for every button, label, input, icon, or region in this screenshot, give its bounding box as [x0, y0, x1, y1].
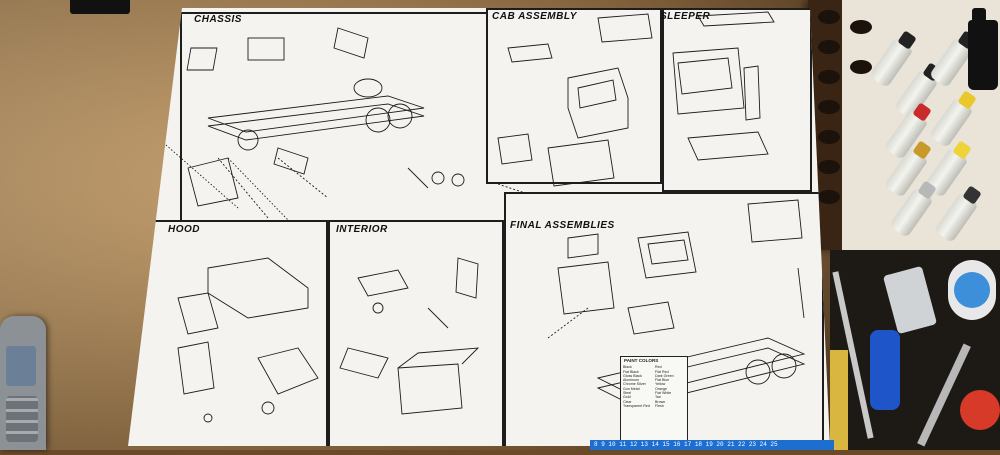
section-title-interior: INTERIOR	[336, 224, 388, 235]
interior-drawing	[339, 257, 480, 415]
section-title-cab-assembly: CAB ASSEMBLY	[492, 11, 577, 22]
paint-color-item: Gun Metal	[623, 386, 640, 391]
section-title-chassis: CHASSIS	[194, 14, 242, 25]
paint-color-item: Orange	[655, 386, 667, 391]
rack-hole	[818, 10, 840, 24]
paint-color-item: Flat Blue	[655, 378, 670, 383]
rack-hole	[818, 190, 840, 204]
tools-drawing	[830, 260, 1000, 450]
paint-color-item: Steel	[623, 391, 632, 396]
black-object	[70, 0, 130, 14]
rack-hole	[818, 100, 840, 114]
rack-hole	[818, 70, 840, 84]
paint-color-item: Flat White	[655, 391, 672, 396]
ruler-strip: 8 9 10 11 12 13 14 15 16 17 18 19 20 21 …	[590, 440, 834, 450]
rack-hole	[818, 40, 840, 54]
paint-color-item: Gold	[623, 395, 631, 400]
final-assemblies-drawing	[547, 199, 806, 417]
paint-color-item: Flat Black	[623, 369, 639, 374]
paint-colors-list: Black Red Flat Black Flat Red Gloss Blac…	[621, 365, 687, 408]
rack-hole	[818, 130, 840, 144]
paint-color-item: Clear	[623, 399, 632, 404]
paint-color-item: Flat Red	[655, 369, 669, 374]
paint-color-item: Flesh	[655, 403, 664, 408]
paint-color-item: Gloss Black	[623, 373, 642, 378]
section-title-final-assemblies: FINAL ASSEMBLIES	[510, 220, 615, 231]
paint-color-item: Dark Green	[655, 373, 674, 378]
instruction-sheet: CHASSIS CAB ASSEMBLY SLEEPER HOOD INTERI…	[128, 8, 830, 446]
rack-hole	[818, 160, 840, 174]
paint-color-item: Chrome Silver	[623, 382, 646, 387]
tool-area	[830, 250, 1000, 450]
hood-drawing	[177, 257, 319, 423]
section-sleeper	[662, 8, 812, 192]
paint-color-item: Aluminum	[623, 378, 639, 383]
phone-keypad	[6, 396, 38, 442]
paint-bottle	[968, 8, 998, 90]
paint-color-item: Yellow	[655, 382, 666, 387]
section-title-sleeper: SLEEPER	[660, 11, 711, 22]
section-hood	[148, 220, 328, 446]
rack-hole	[850, 60, 872, 74]
paint-colors-table: PAINT COLORS Black Red Flat Black Flat R…	[620, 356, 688, 446]
paint-color-item: Transparent Red	[623, 403, 650, 408]
section-interior	[328, 220, 504, 446]
paint-color-item: Tan	[655, 395, 661, 400]
chassis-drawing	[186, 27, 465, 219]
paint-color-item: Red	[655, 365, 662, 370]
cell-phone	[0, 316, 46, 450]
paint-color-item: Brown	[655, 399, 666, 404]
rack-hole	[850, 20, 872, 34]
sleeper-drawing	[672, 11, 775, 161]
assembly-line-art	[157, 11, 806, 423]
paint-color-item: Black	[623, 365, 632, 370]
cab-drawing	[497, 13, 653, 195]
section-final-assemblies	[504, 192, 824, 446]
phone-screen	[6, 346, 36, 386]
paint-colors-title: PAINT COLORS	[624, 358, 659, 363]
section-chassis	[180, 12, 486, 222]
section-title-hood: HOOD	[168, 224, 200, 235]
